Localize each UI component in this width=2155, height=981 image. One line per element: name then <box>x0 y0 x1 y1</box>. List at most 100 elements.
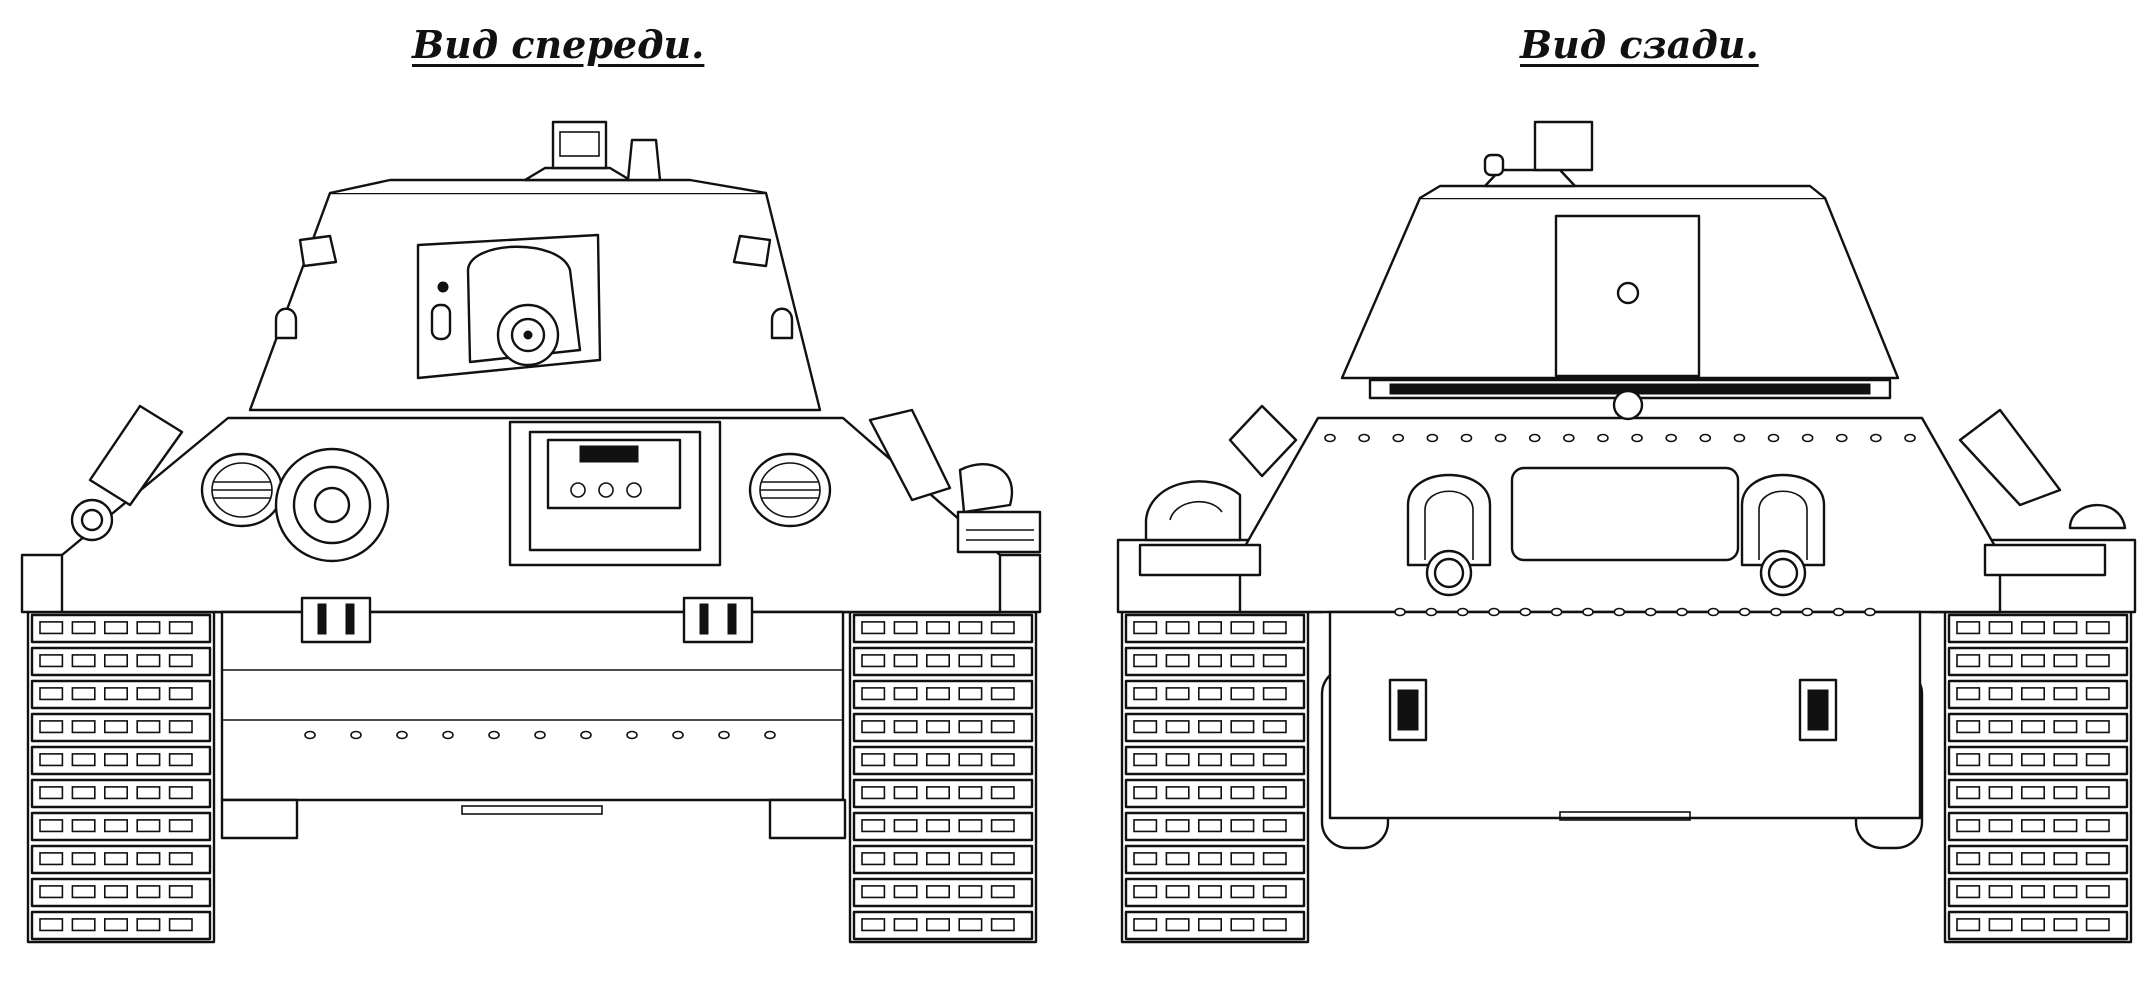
track-tooth <box>104 687 129 701</box>
track-link <box>852 877 1034 908</box>
track-tooth <box>168 621 193 635</box>
rivet <box>1832 607 1845 617</box>
rear-view-caption: Вид сзади. <box>1520 22 1759 67</box>
track-tooth <box>1198 687 1223 701</box>
track-tooth <box>39 918 64 932</box>
track-tooth <box>2085 918 2110 932</box>
front-view-caption: Вид спереди. <box>412 22 705 67</box>
track-tooth <box>1133 687 1158 701</box>
track-tooth <box>136 918 161 932</box>
track-tooth <box>1198 918 1223 932</box>
track-tooth <box>1230 918 1255 932</box>
rear-stowage-right <box>1958 408 2127 577</box>
track-tooth <box>168 819 193 833</box>
track-tooth <box>136 621 161 635</box>
rivet <box>672 730 684 740</box>
track-link <box>1947 844 2129 875</box>
track-tooth <box>1133 885 1158 899</box>
front-view <box>20 120 1042 944</box>
track-tooth <box>1133 786 1158 800</box>
rear-tow-hook-right <box>1798 678 1838 742</box>
front-left-track <box>26 610 216 944</box>
front-stowage-left <box>70 404 184 542</box>
track-tooth <box>1230 654 1255 668</box>
track-tooth <box>958 654 983 668</box>
track-tooth <box>104 621 129 635</box>
track-tooth <box>71 687 96 701</box>
track-tooth <box>71 753 96 767</box>
track-tooth <box>2085 852 2110 866</box>
rivet <box>442 730 454 740</box>
rear-exhaust-left <box>1406 473 1492 597</box>
track-tooth <box>861 687 886 701</box>
rivet <box>1456 607 1469 617</box>
track-tooth <box>893 819 918 833</box>
track-tooth <box>39 654 64 668</box>
track-tooth <box>1165 819 1190 833</box>
track-link <box>1124 646 1306 677</box>
rivet <box>1631 433 1643 443</box>
track-tooth <box>2021 687 2046 701</box>
rivet <box>304 730 316 740</box>
track-tooth <box>1198 885 1223 899</box>
track-tooth <box>861 819 886 833</box>
track-tooth <box>136 720 161 734</box>
track-tooth <box>958 621 983 635</box>
track-tooth <box>925 819 950 833</box>
rivet <box>1494 433 1507 443</box>
track-tooth <box>925 918 950 932</box>
track-link <box>852 778 1034 809</box>
track-link <box>1124 679 1306 710</box>
track-tooth <box>925 720 950 734</box>
track-tooth <box>1262 720 1287 734</box>
track-tooth <box>136 786 161 800</box>
track-link <box>1947 877 2129 908</box>
track-tooth <box>925 621 950 635</box>
track-tooth <box>71 786 96 800</box>
track-tooth <box>925 885 950 899</box>
track-link <box>1124 712 1306 743</box>
track-tooth <box>958 852 983 866</box>
track-tooth <box>958 753 983 767</box>
track-tooth <box>925 786 950 800</box>
track-tooth <box>1230 786 1255 800</box>
track-tooth <box>168 720 193 734</box>
track-tooth <box>39 885 64 899</box>
track-tooth <box>136 819 161 833</box>
track-tooth <box>39 819 64 833</box>
track-tooth <box>136 852 161 866</box>
rear-tow-hook-left <box>1388 678 1428 742</box>
track-tooth <box>2021 753 2046 767</box>
track-tooth <box>861 786 886 800</box>
rivet <box>1425 607 1438 617</box>
track-link <box>1947 679 2129 710</box>
track-tooth <box>1133 819 1158 833</box>
track-tooth <box>2053 852 2078 866</box>
track-tooth <box>1230 819 1255 833</box>
track-link <box>1947 646 2129 677</box>
track-tooth <box>168 885 193 899</box>
rear-turret <box>1340 120 1900 421</box>
track-tooth <box>1956 621 1981 635</box>
track-tooth <box>2053 654 2078 668</box>
track-tooth <box>1198 720 1223 734</box>
track-tooth <box>990 753 1015 767</box>
track-tooth <box>925 852 950 866</box>
track-tooth <box>1956 885 1981 899</box>
track-tooth <box>1230 753 1255 767</box>
track-tooth <box>104 786 129 800</box>
track-tooth <box>168 852 193 866</box>
rivet <box>1770 607 1782 617</box>
track-tooth <box>1133 753 1158 767</box>
track-tooth <box>104 885 129 899</box>
track-tooth <box>2053 687 2078 701</box>
track-link <box>30 646 212 677</box>
track-tooth <box>861 885 886 899</box>
track-link <box>30 910 212 941</box>
track-tooth <box>861 918 886 932</box>
track-tooth <box>1262 687 1287 701</box>
track-tooth <box>168 786 193 800</box>
track-link <box>852 910 1034 941</box>
track-tooth <box>1956 654 1981 668</box>
